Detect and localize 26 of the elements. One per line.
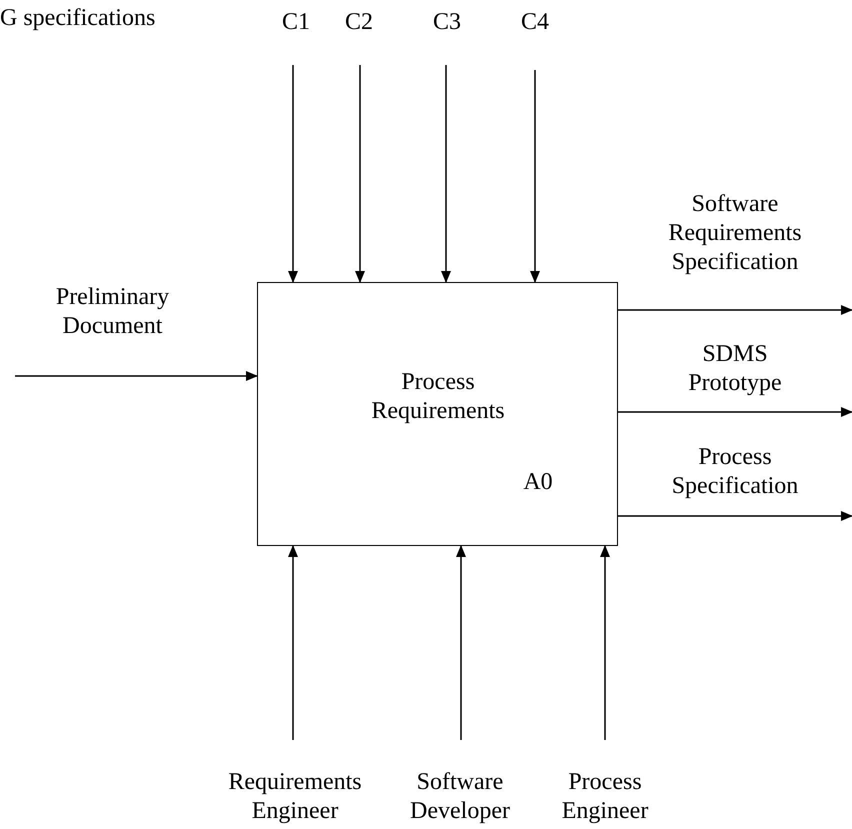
process-title: Process Requirements	[370, 368, 506, 426]
edge-label: SDMS Prototype	[687, 340, 783, 398]
arrow-label: Requirements Engineer	[227, 768, 363, 826]
arrow	[355, 65, 365, 283]
arrow	[456, 545, 466, 740]
arrow-label: C1	[280, 8, 311, 37]
arrow-label: C3	[432, 8, 462, 37]
edge-label: Process Specification	[670, 443, 800, 501]
arrow	[600, 545, 610, 740]
note-text: G specifications	[0, 4, 156, 33]
edge-label: Preliminary Document	[54, 283, 170, 341]
arrow	[618, 511, 852, 521]
arrow-label: Process Engineer	[560, 768, 650, 826]
arrow	[288, 545, 298, 740]
arrow	[441, 65, 451, 283]
edge-label: Software Requirements Specification	[667, 190, 803, 277]
arrow-label: C4	[520, 8, 550, 37]
arrow	[530, 70, 540, 283]
arrow	[15, 371, 258, 381]
arrow	[288, 65, 298, 283]
arrow	[618, 407, 852, 417]
arrow-label: Software Developer	[409, 768, 511, 826]
node-number: A0	[522, 468, 554, 497]
arrow-label: C2	[344, 8, 374, 37]
arrow	[618, 305, 852, 315]
process-box	[257, 282, 618, 546]
